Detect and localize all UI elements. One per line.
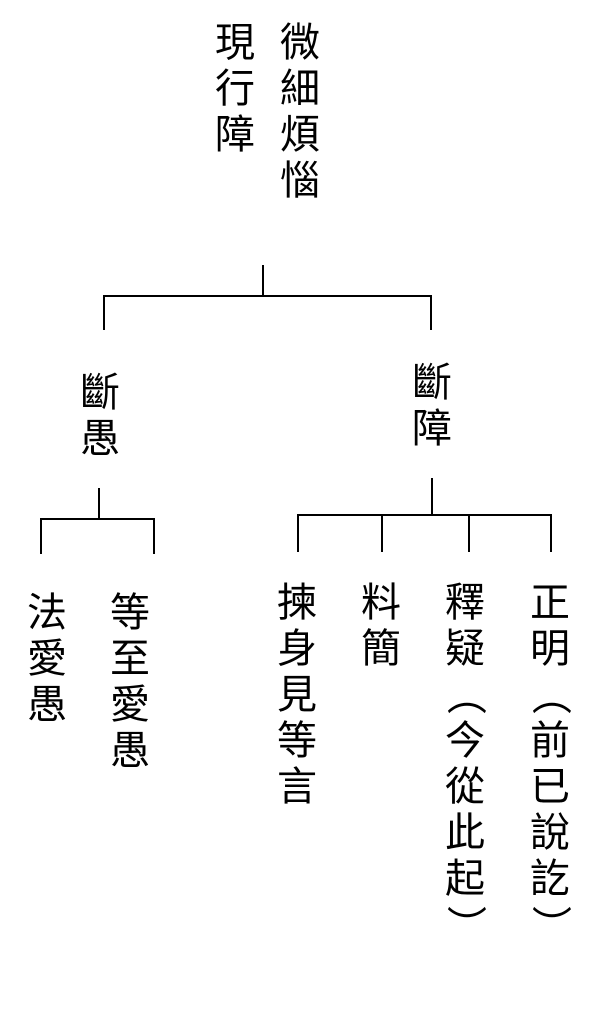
right-child-0: 正明（前已說訖） — [527, 580, 573, 945]
right-bar — [297, 514, 552, 516]
left-child-0: 等至愛愚 — [110, 590, 150, 774]
right-branch-label: 斷障 — [412, 360, 452, 452]
right-drop-1 — [297, 514, 299, 552]
right-drop-2 — [381, 514, 383, 552]
left-branch-label: 斷愚 — [80, 370, 120, 462]
right-drop-3 — [468, 514, 470, 552]
left-bar — [40, 518, 155, 520]
right-drop-4 — [550, 514, 552, 552]
left-drop-1 — [40, 518, 42, 554]
root-drop-left — [103, 295, 105, 330]
root-drop-right — [430, 295, 432, 330]
right-child-2: 料簡 — [361, 580, 401, 672]
root-col-2: 現行障 — [215, 20, 255, 158]
root-bar — [103, 295, 432, 297]
left-stem — [98, 488, 100, 520]
right-child-1: 釋疑（今從此起） — [442, 580, 488, 945]
left-child-1: 法愛愚 — [27, 590, 67, 728]
left-drop-2 — [153, 518, 155, 554]
root-col-1: 微細煩惱 — [280, 20, 320, 204]
root-stem — [262, 265, 264, 297]
right-child-3: 揀身見等言 — [277, 580, 317, 810]
right-stem — [431, 478, 433, 516]
